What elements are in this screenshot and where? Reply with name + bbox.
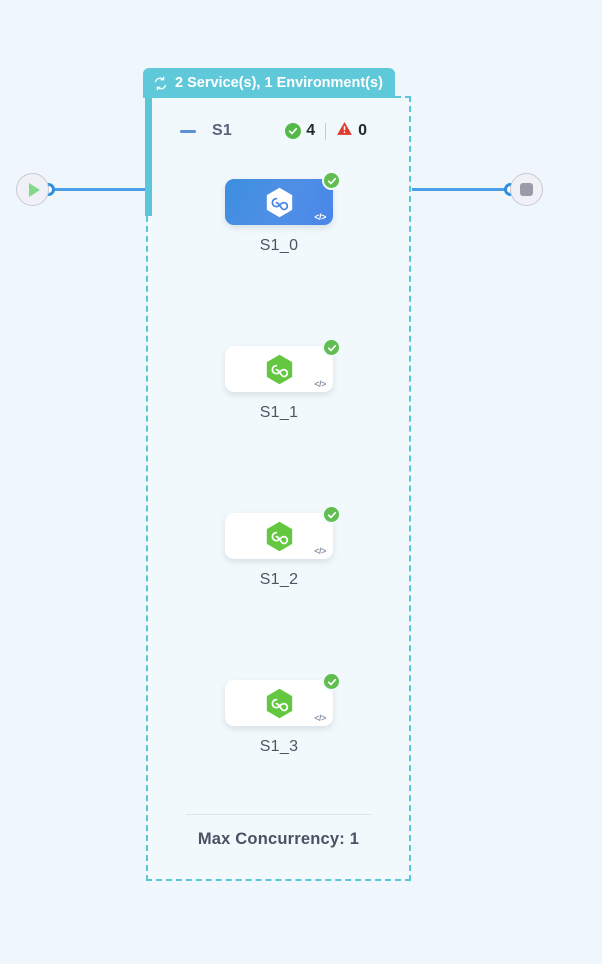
node-card[interactable]: </> xyxy=(225,680,333,726)
footer-divider xyxy=(186,814,372,815)
group-accent-bar xyxy=(145,96,152,216)
node-label: S1_0 xyxy=(259,237,299,254)
status-ok-count: 4 xyxy=(306,122,316,139)
code-glyph-icon: </> xyxy=(314,379,326,389)
group-header-label: 2 Service(s), 1 Environment(s) xyxy=(175,75,383,91)
warning-triangle-icon xyxy=(336,120,353,142)
node-item[interactable]: </> S1_1 xyxy=(225,338,341,421)
node-card[interactable]: </> xyxy=(225,179,333,225)
check-circle-icon xyxy=(285,123,302,139)
status-ok: 4 xyxy=(285,122,315,140)
node-card[interactable]: </> xyxy=(225,513,333,559)
status-warning: 0 xyxy=(336,120,367,142)
check-circle-icon xyxy=(322,338,341,357)
refresh-cycle-icon xyxy=(153,76,168,91)
hexagon-infinity-icon xyxy=(265,521,294,552)
check-circle-icon xyxy=(322,171,341,190)
node-item[interactable]: </> S1_0 xyxy=(225,171,341,254)
minus-collapse-icon[interactable] xyxy=(180,129,196,133)
node-item[interactable]: </> S1_3 xyxy=(225,672,341,755)
max-concurrency-label: Max Concurrency: 1 xyxy=(197,830,360,848)
status-warn-count: 0 xyxy=(358,122,367,139)
code-glyph-icon: </> xyxy=(314,713,326,723)
node-label: S1_2 xyxy=(259,571,299,588)
service-name-label: S1 xyxy=(212,122,232,139)
service-row: S1 4 0 xyxy=(146,114,411,148)
hexagon-infinity-icon xyxy=(265,688,294,719)
check-circle-icon xyxy=(322,672,341,691)
stop-icon xyxy=(520,183,533,196)
hexagon-infinity-icon xyxy=(265,354,294,385)
check-circle-icon xyxy=(322,505,341,524)
node-label: S1_3 xyxy=(259,738,299,755)
edge-group-to-end xyxy=(412,188,516,191)
hexagon-infinity-icon xyxy=(265,187,294,218)
service-group-container xyxy=(146,96,411,881)
node-label: S1_1 xyxy=(259,404,299,421)
code-glyph-icon: </> xyxy=(314,546,326,556)
code-glyph-icon: </> xyxy=(314,212,326,222)
service-status-counts: 4 0 xyxy=(285,120,367,142)
node-card[interactable]: </> xyxy=(225,346,333,392)
node-item[interactable]: </> S1_2 xyxy=(225,505,341,588)
play-icon xyxy=(28,182,40,197)
group-header-badge[interactable]: 2 Service(s), 1 Environment(s) xyxy=(143,68,395,98)
status-divider xyxy=(325,122,327,140)
start-node[interactable] xyxy=(16,173,49,206)
end-node[interactable] xyxy=(510,173,543,206)
edge-start-to-group xyxy=(46,188,146,191)
